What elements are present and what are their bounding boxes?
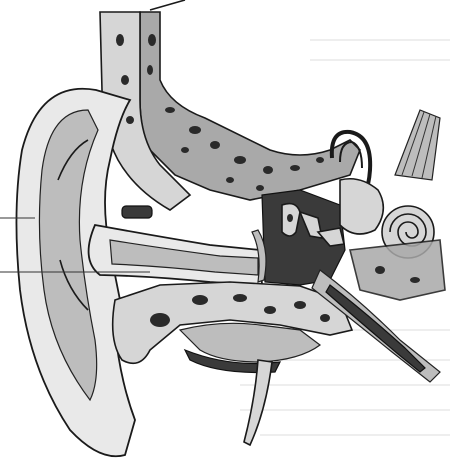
pointer-line — [150, 0, 185, 10]
auditory-nerve — [395, 110, 440, 180]
jaw-region — [180, 323, 320, 372]
petrous-bone — [350, 240, 445, 300]
